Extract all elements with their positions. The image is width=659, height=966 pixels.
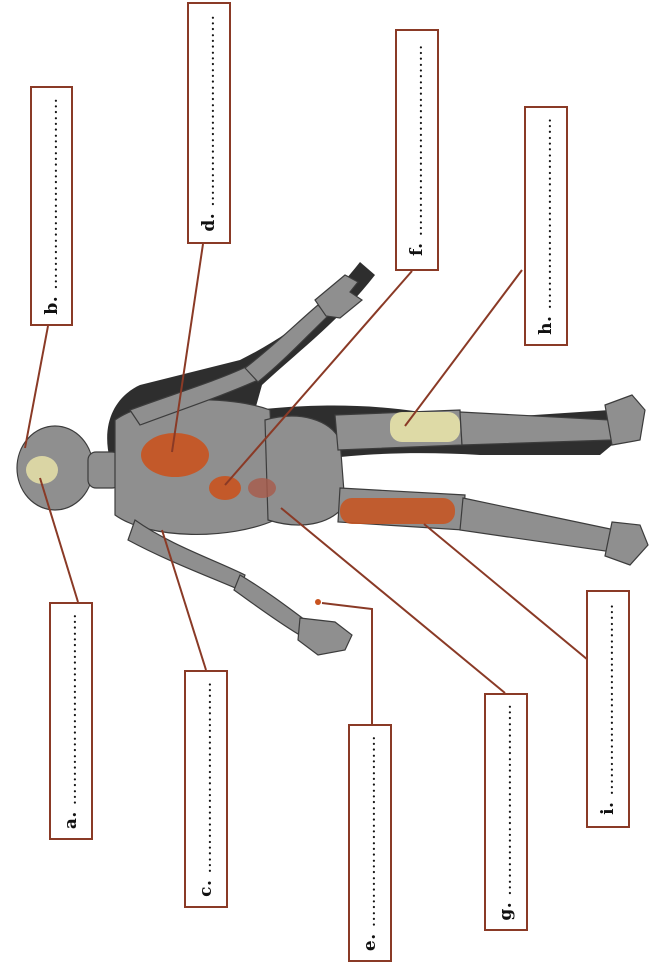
- label-letter-b: b.: [42, 296, 62, 315]
- label-box-e[interactable]: e. ……………………………: [348, 724, 392, 962]
- label-dots-h: ……………………………: [536, 117, 556, 310]
- label-box-c[interactable]: c. ……………………………: [184, 670, 228, 908]
- label-dots-d: ……………………………: [199, 14, 219, 207]
- leader-line-g: [281, 508, 505, 693]
- label-dots-g: ……………………………: [496, 703, 516, 896]
- leader-line-h: [405, 270, 522, 426]
- label-letter-a: a.: [61, 811, 81, 829]
- label-letter-i: i.: [598, 802, 618, 815]
- label-letter-c: c.: [196, 880, 216, 897]
- label-dots-b: ……………………………: [42, 97, 62, 290]
- label-dots-a: ……………………………: [61, 613, 81, 806]
- label-letter-g: g.: [496, 902, 516, 921]
- label-letter-h: h.: [536, 316, 556, 335]
- label-dots-i: ……………………………: [598, 603, 618, 796]
- label-dots-c: ……………………………: [196, 681, 216, 874]
- label-box-a[interactable]: a. ……………………………: [49, 602, 93, 840]
- label-box-i[interactable]: i. ……………………………: [586, 590, 630, 828]
- label-box-b[interactable]: b. ……………………………: [30, 86, 73, 326]
- label-box-g[interactable]: g. ……………………………: [484, 693, 528, 931]
- label-box-f[interactable]: f. ……………………………: [395, 29, 439, 271]
- label-letter-d: d.: [199, 213, 219, 232]
- label-dots-e: ……………………………: [360, 735, 380, 928]
- label-box-h[interactable]: h. ……………………………: [524, 106, 568, 346]
- label-letter-e: e.: [360, 933, 380, 951]
- label-dots-f: ……………………………: [407, 44, 427, 237]
- label-box-d[interactable]: d. ……………………………: [187, 2, 231, 244]
- label-letter-f: f.: [407, 242, 427, 256]
